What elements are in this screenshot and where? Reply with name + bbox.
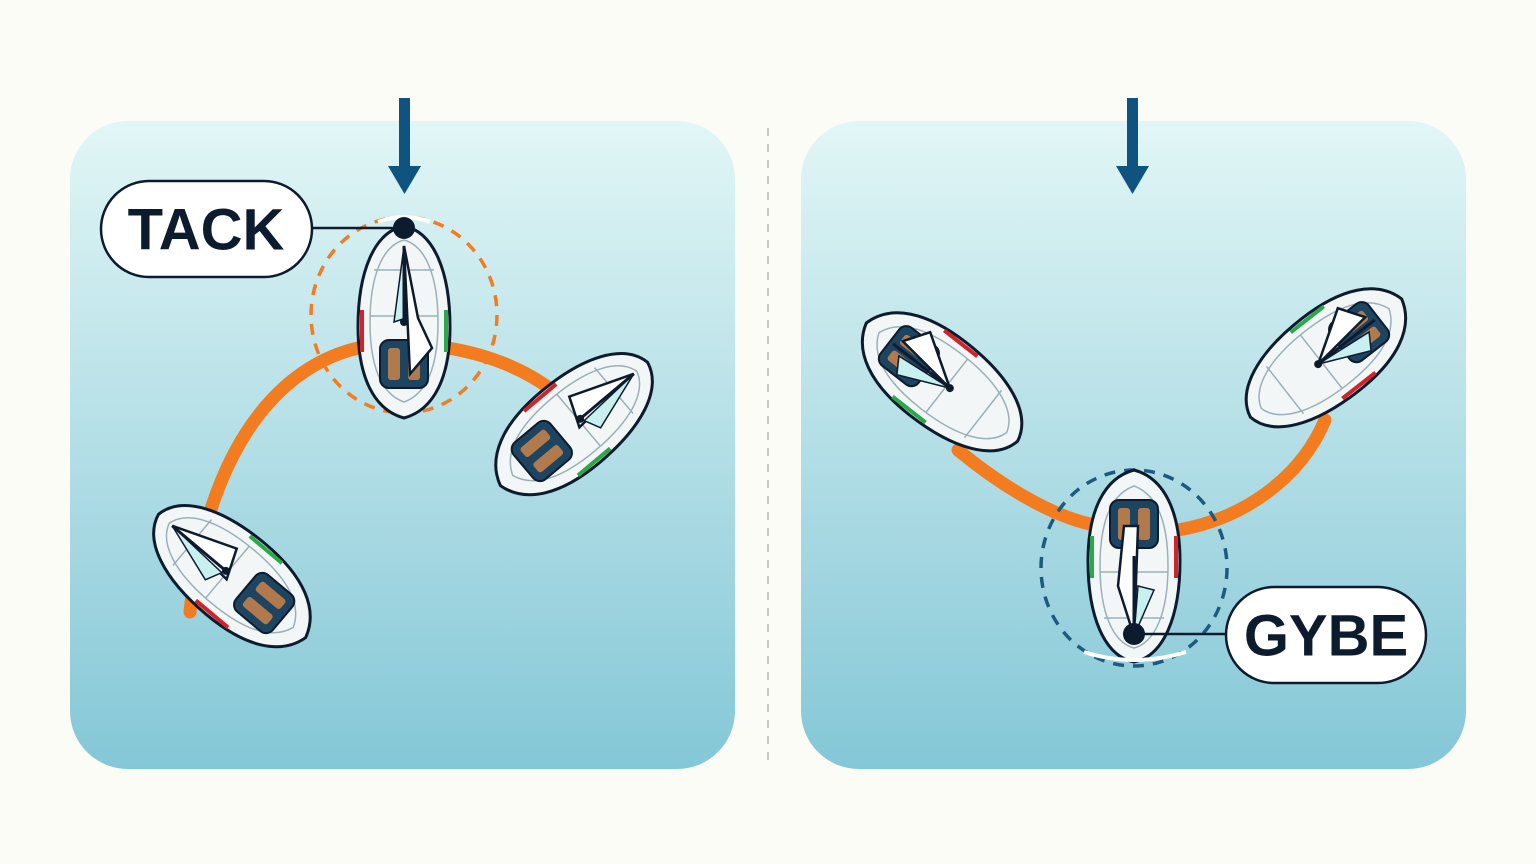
gybe-panel: GYBE: [801, 98, 1466, 769]
gybe-point-marker: [1123, 623, 1145, 645]
gybe-track-path: [951, 413, 1332, 537]
boat-icon: [1220, 260, 1432, 456]
boat-icon: [126, 477, 338, 675]
wind-arrow-icon: [388, 98, 421, 194]
tack-label: TACK: [99, 179, 314, 279]
gybe-label: GYBE: [1224, 585, 1428, 685]
gybe-label-text: GYBE: [1244, 604, 1408, 669]
boat-icon: [836, 284, 1048, 480]
tack-point-marker: [393, 217, 415, 239]
wind-arrow-icon: [1116, 98, 1149, 194]
tack-panel: TACK: [70, 98, 735, 769]
boat-icon: [1086, 468, 1182, 664]
tack-label-text: TACK: [128, 198, 285, 263]
boat-icon: [356, 224, 452, 420]
boat-icon: [468, 325, 680, 523]
